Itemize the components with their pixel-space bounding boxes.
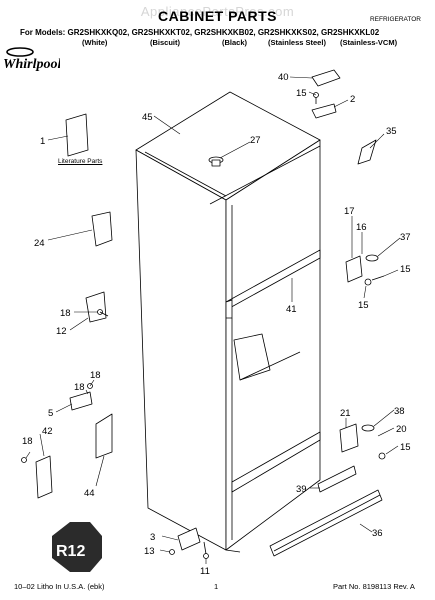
part-15-screw-mid [364, 275, 385, 286]
footer-page-number: 1 [214, 582, 219, 591]
callout-5: 5 [48, 408, 53, 419]
callout-18-c: 18 [74, 382, 85, 393]
callout-12: 12 [56, 326, 67, 337]
part-42-trim [35, 455, 53, 499]
part-44-handle [95, 413, 113, 459]
part-5-bracket [69, 391, 93, 411]
callout-45: 45 [142, 112, 153, 123]
callout-27: 27 [250, 135, 261, 146]
r12-badge-text: R12 [56, 543, 85, 560]
logo-swirl [6, 47, 34, 57]
category-label: REFRIGERATOR [369, 16, 421, 23]
callout-15-mid-low: 15 [358, 300, 369, 311]
callout-17: 17 [344, 206, 355, 217]
callout-41: 41 [286, 304, 297, 315]
watermark-text: AppliancePartsPros.com [140, 4, 295, 19]
part-21-bottom-hinge [339, 423, 359, 453]
page-title: CABINET PARTS [157, 8, 278, 24]
footer-litho: 10–02 Litho In U.S.A. (ebk) [14, 582, 105, 591]
part-18-screw-b [87, 383, 93, 389]
part-27-plug [208, 156, 224, 167]
color-white: (White) [82, 38, 108, 47]
part-3-leveler-bracket [177, 527, 201, 551]
part-15-screw-bottom [378, 452, 386, 460]
callout-1: 1 [40, 136, 45, 147]
callout-18-b: 18 [90, 370, 101, 381]
callout-20: 20 [396, 424, 407, 435]
callout-11: 11 [200, 566, 210, 577]
models-line: For Models: GR2SHKXKQ02, GR2SHKXKT02, GR… [20, 28, 380, 37]
callout-37: 37 [400, 232, 411, 243]
part-16-center-hinge [345, 255, 363, 283]
cabinet-body [135, 91, 321, 553]
callout-35: 35 [386, 126, 397, 137]
whirlpool-logo: Whirlpool [3, 47, 60, 72]
part-40-hinge-cover [311, 69, 341, 87]
part-2-top-hinge [311, 103, 337, 119]
part-12-bracket [85, 291, 107, 323]
color-biscuit: (Biscuit) [150, 38, 180, 47]
part-37-washer [365, 254, 379, 262]
color-stainless-vcm: (Stainless-VCM) [340, 38, 398, 47]
callout-15-mid-right: 15 [400, 264, 411, 275]
callout-21: 21 [340, 408, 351, 419]
part-13-screw [169, 549, 175, 555]
part-15-screw-top [313, 92, 319, 104]
part-11-leveling-leg [203, 541, 209, 559]
callout-13: 13 [144, 546, 155, 557]
color-black: (Black) [222, 38, 248, 47]
callout-15-bottom: 15 [400, 442, 411, 453]
callout-18-a: 18 [60, 308, 71, 319]
callout-42: 42 [42, 426, 53, 437]
part-39-grille-insert [317, 465, 357, 493]
logo-wordmark: Whirlpool [3, 57, 60, 72]
callout-2: 2 [350, 94, 355, 105]
part-24-handle-bracket [91, 211, 113, 247]
callout-39: 39 [296, 484, 307, 495]
callout-36: 36 [372, 528, 383, 539]
callout-18-d: 18 [22, 436, 33, 447]
part-38-washer [361, 424, 375, 432]
callout-24: 24 [34, 238, 45, 249]
callout-3: 3 [150, 532, 155, 543]
literature-parts-label: Literature Parts [58, 158, 103, 165]
part-36-toe-grille [269, 489, 383, 557]
callout-38: 38 [394, 406, 405, 417]
color-stainless-steel: (Stainless Steel) [268, 38, 326, 47]
callout-44: 44 [84, 488, 95, 499]
callout-15-top: 15 [296, 88, 307, 99]
part-18-screw-c [21, 457, 27, 463]
callout-40: 40 [278, 72, 289, 83]
callout-16: 16 [356, 222, 367, 233]
part-1-literature [65, 113, 89, 157]
part-35-shim [357, 139, 377, 165]
footer-part-number: Part No. 8198113 Rev. A [333, 582, 415, 591]
leader-lines [25, 76, 401, 564]
r12-badge: R12 [52, 522, 102, 572]
